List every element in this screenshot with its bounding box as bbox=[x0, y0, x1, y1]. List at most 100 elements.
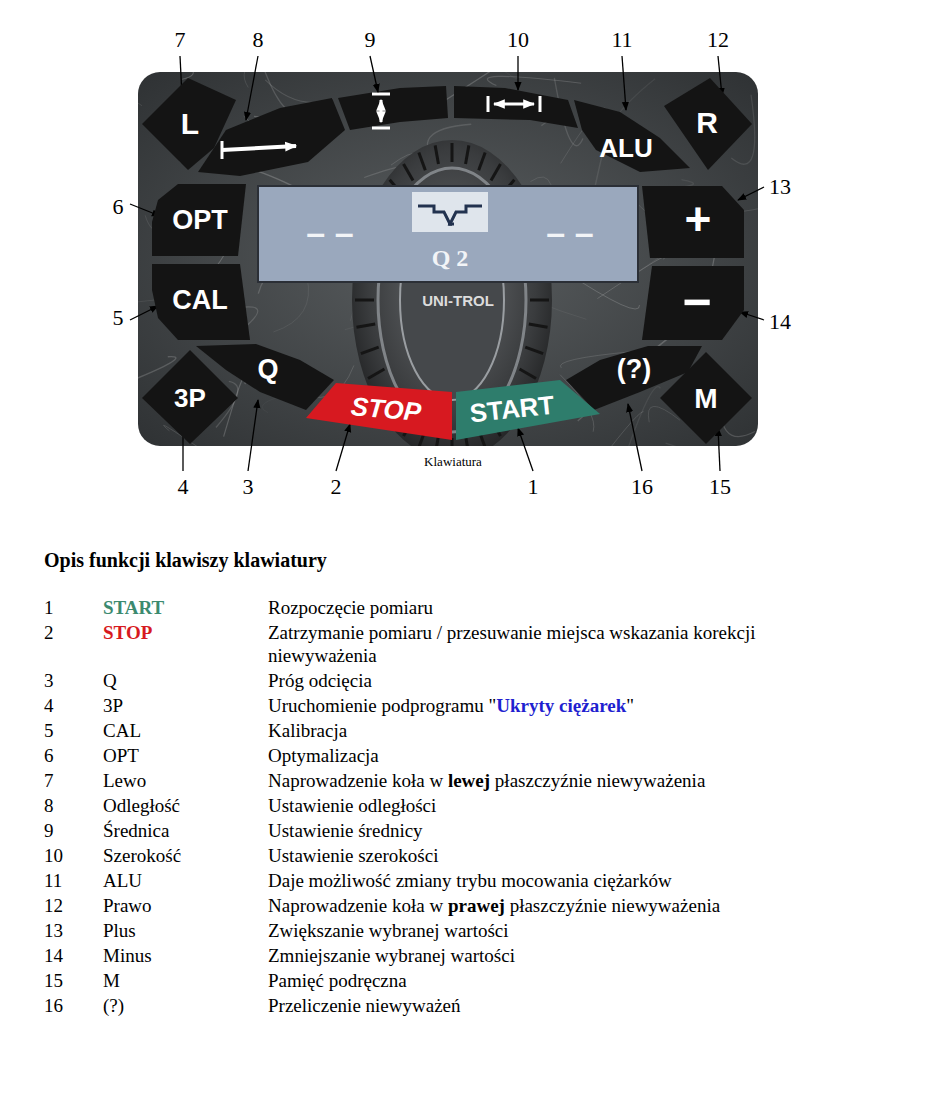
row-number: 15 bbox=[44, 969, 103, 992]
key-description: Zmniejszanie wybranej wartości bbox=[268, 944, 868, 967]
callout-number: 6 bbox=[113, 196, 124, 218]
row-number: 9 bbox=[44, 819, 103, 842]
description-text: Ustawienie średnicy bbox=[268, 820, 423, 841]
row-number: 3 bbox=[44, 669, 103, 692]
display-readout: – – bbox=[546, 213, 593, 252]
callout-number: 11 bbox=[611, 29, 632, 51]
panel-texture bbox=[138, 72, 758, 446]
table-row: 14MinusZmniejszanie wybranej wartości bbox=[44, 944, 904, 967]
row-number: 4 bbox=[44, 694, 103, 717]
table-row: 7LewoNaprowadzenie koła wlewejpłaszczyźn… bbox=[44, 769, 904, 792]
keyboard-key: OPT bbox=[152, 184, 246, 256]
description-text: Ustawienie odległości bbox=[268, 795, 436, 816]
width-symbol bbox=[539, 96, 542, 112]
row-number: 5 bbox=[44, 719, 103, 742]
description-text: płaszczyźnie niewyważenia bbox=[510, 895, 720, 916]
width-symbol bbox=[487, 96, 490, 112]
key-name: Prawo bbox=[103, 894, 268, 917]
callout-number: 16 bbox=[631, 476, 653, 498]
key-name: Plus bbox=[103, 919, 268, 942]
key-label: ALU bbox=[599, 135, 652, 161]
key-name: Minus bbox=[103, 944, 268, 967]
callout-number: 5 bbox=[113, 307, 124, 329]
row-number: 6 bbox=[44, 744, 103, 767]
key-name: OPT bbox=[103, 744, 268, 767]
key-name: ALU bbox=[103, 869, 268, 892]
key-description: Ustawienie szerokości bbox=[268, 844, 868, 867]
callout-number: 3 bbox=[243, 476, 254, 498]
key-description: Uruchomienie podprogramu "Ukryty ciężare… bbox=[268, 694, 868, 717]
description-text: płaszczyźnie niewyważenia bbox=[495, 770, 705, 791]
description-text: Zmniejszanie wybranej wartości bbox=[268, 945, 515, 966]
callout-number: 10 bbox=[507, 29, 529, 51]
diameter-symbol bbox=[372, 93, 390, 96]
row-number: 14 bbox=[44, 944, 103, 967]
key-name: 3P bbox=[103, 694, 268, 717]
table-row: 6OPTOptymalizacja bbox=[44, 744, 904, 767]
key-name: Średnica bbox=[103, 819, 268, 842]
key-label: CAL bbox=[172, 287, 228, 314]
callout-number: 9 bbox=[365, 29, 376, 51]
key-name: STOP bbox=[103, 621, 268, 644]
display-readout: Q 2 bbox=[432, 245, 469, 272]
keyboard-key: − bbox=[642, 266, 744, 340]
callout-number: 15 bbox=[709, 476, 731, 498]
figure-caption: Klawiatura bbox=[424, 454, 482, 470]
key-label: STOP bbox=[350, 393, 422, 425]
description-text: Rozpoczęcie pomiaru bbox=[268, 597, 433, 618]
key-label: Q bbox=[257, 356, 278, 383]
description-text: Pamięć podręczna bbox=[268, 970, 407, 991]
callout-number: 7 bbox=[175, 29, 186, 51]
row-number: 13 bbox=[44, 919, 103, 942]
callout-number: 2 bbox=[331, 476, 342, 498]
key-label: M bbox=[694, 385, 717, 413]
table-row: 1STARTRozpoczęcie pomiaru bbox=[44, 596, 904, 619]
callout-number: 1 bbox=[528, 476, 539, 498]
rim-profile-icon bbox=[412, 192, 488, 232]
table-row: 43PUruchomienie podprogramu "Ukryty cięż… bbox=[44, 694, 904, 717]
row-number: 2 bbox=[44, 621, 103, 644]
keyboard-key: START bbox=[456, 380, 600, 440]
table-row: 12PrawoNaprowadzenie koła wprawejpłaszcz… bbox=[44, 894, 904, 917]
description-text: Kalibracja bbox=[268, 720, 347, 741]
key-description: Kalibracja bbox=[268, 719, 868, 742]
key-description: Daje możliwość zmiany trybu mocowania ci… bbox=[268, 869, 868, 892]
table-row: 16(?)Przeliczenie niewyważeń bbox=[44, 994, 904, 1017]
leader-lines bbox=[130, 56, 764, 471]
description-text: Daje możliwość zmiany trybu mocowania ci… bbox=[268, 870, 672, 891]
key-description: Optymalizacja bbox=[268, 744, 868, 767]
key-label: + bbox=[685, 196, 712, 242]
diameter-symbol bbox=[372, 127, 390, 130]
table-row: 11ALUDaje możliwość zmiany trybu mocowan… bbox=[44, 869, 904, 892]
key-description: Zwiększanie wybranej wartości bbox=[268, 919, 868, 942]
row-number: 16 bbox=[44, 994, 103, 1017]
row-number: 11 bbox=[44, 869, 103, 892]
table-row: 3QPróg odcięcia bbox=[44, 669, 904, 692]
key-name: Odległość bbox=[103, 794, 268, 817]
key-name: M bbox=[103, 969, 268, 992]
callout-number: 12 bbox=[707, 29, 729, 51]
key-description: Rozpoczęcie pomiaru bbox=[268, 596, 868, 619]
key-description: Ustawienie odległości bbox=[268, 794, 868, 817]
distance-symbol bbox=[222, 146, 296, 150]
section-heading: Opis funkcji klawiszy klawiatury bbox=[44, 548, 327, 572]
description-text: Uruchomienie podprogramu " bbox=[268, 695, 496, 716]
width-symbol bbox=[494, 103, 534, 106]
description-text: Próg odcięcia bbox=[268, 670, 372, 691]
key-name: CAL bbox=[103, 719, 268, 742]
description-text: Naprowadzenie koła w bbox=[268, 895, 443, 916]
description-text: Optymalizacja bbox=[268, 745, 379, 766]
keyboard-key: CAL bbox=[152, 264, 250, 340]
description-text: Ukryty ciężarek bbox=[496, 695, 626, 716]
table-row: 9ŚrednicaUstawienie średnicy bbox=[44, 819, 904, 842]
keyboard-key: M bbox=[660, 352, 752, 444]
row-number: 7 bbox=[44, 769, 103, 792]
key-label: 3P bbox=[174, 385, 206, 411]
key-description: Naprowadzenie koła wprawejpłaszczyźnie n… bbox=[268, 894, 868, 917]
key-name: Q bbox=[103, 669, 268, 692]
key-label: R bbox=[696, 108, 718, 138]
display-readout: – – bbox=[306, 213, 353, 252]
keyboard-key: L bbox=[142, 78, 236, 170]
key-description: Naprowadzenie koła wlewejpłaszczyźnie ni… bbox=[268, 769, 868, 792]
description-text: lewej bbox=[448, 770, 490, 791]
